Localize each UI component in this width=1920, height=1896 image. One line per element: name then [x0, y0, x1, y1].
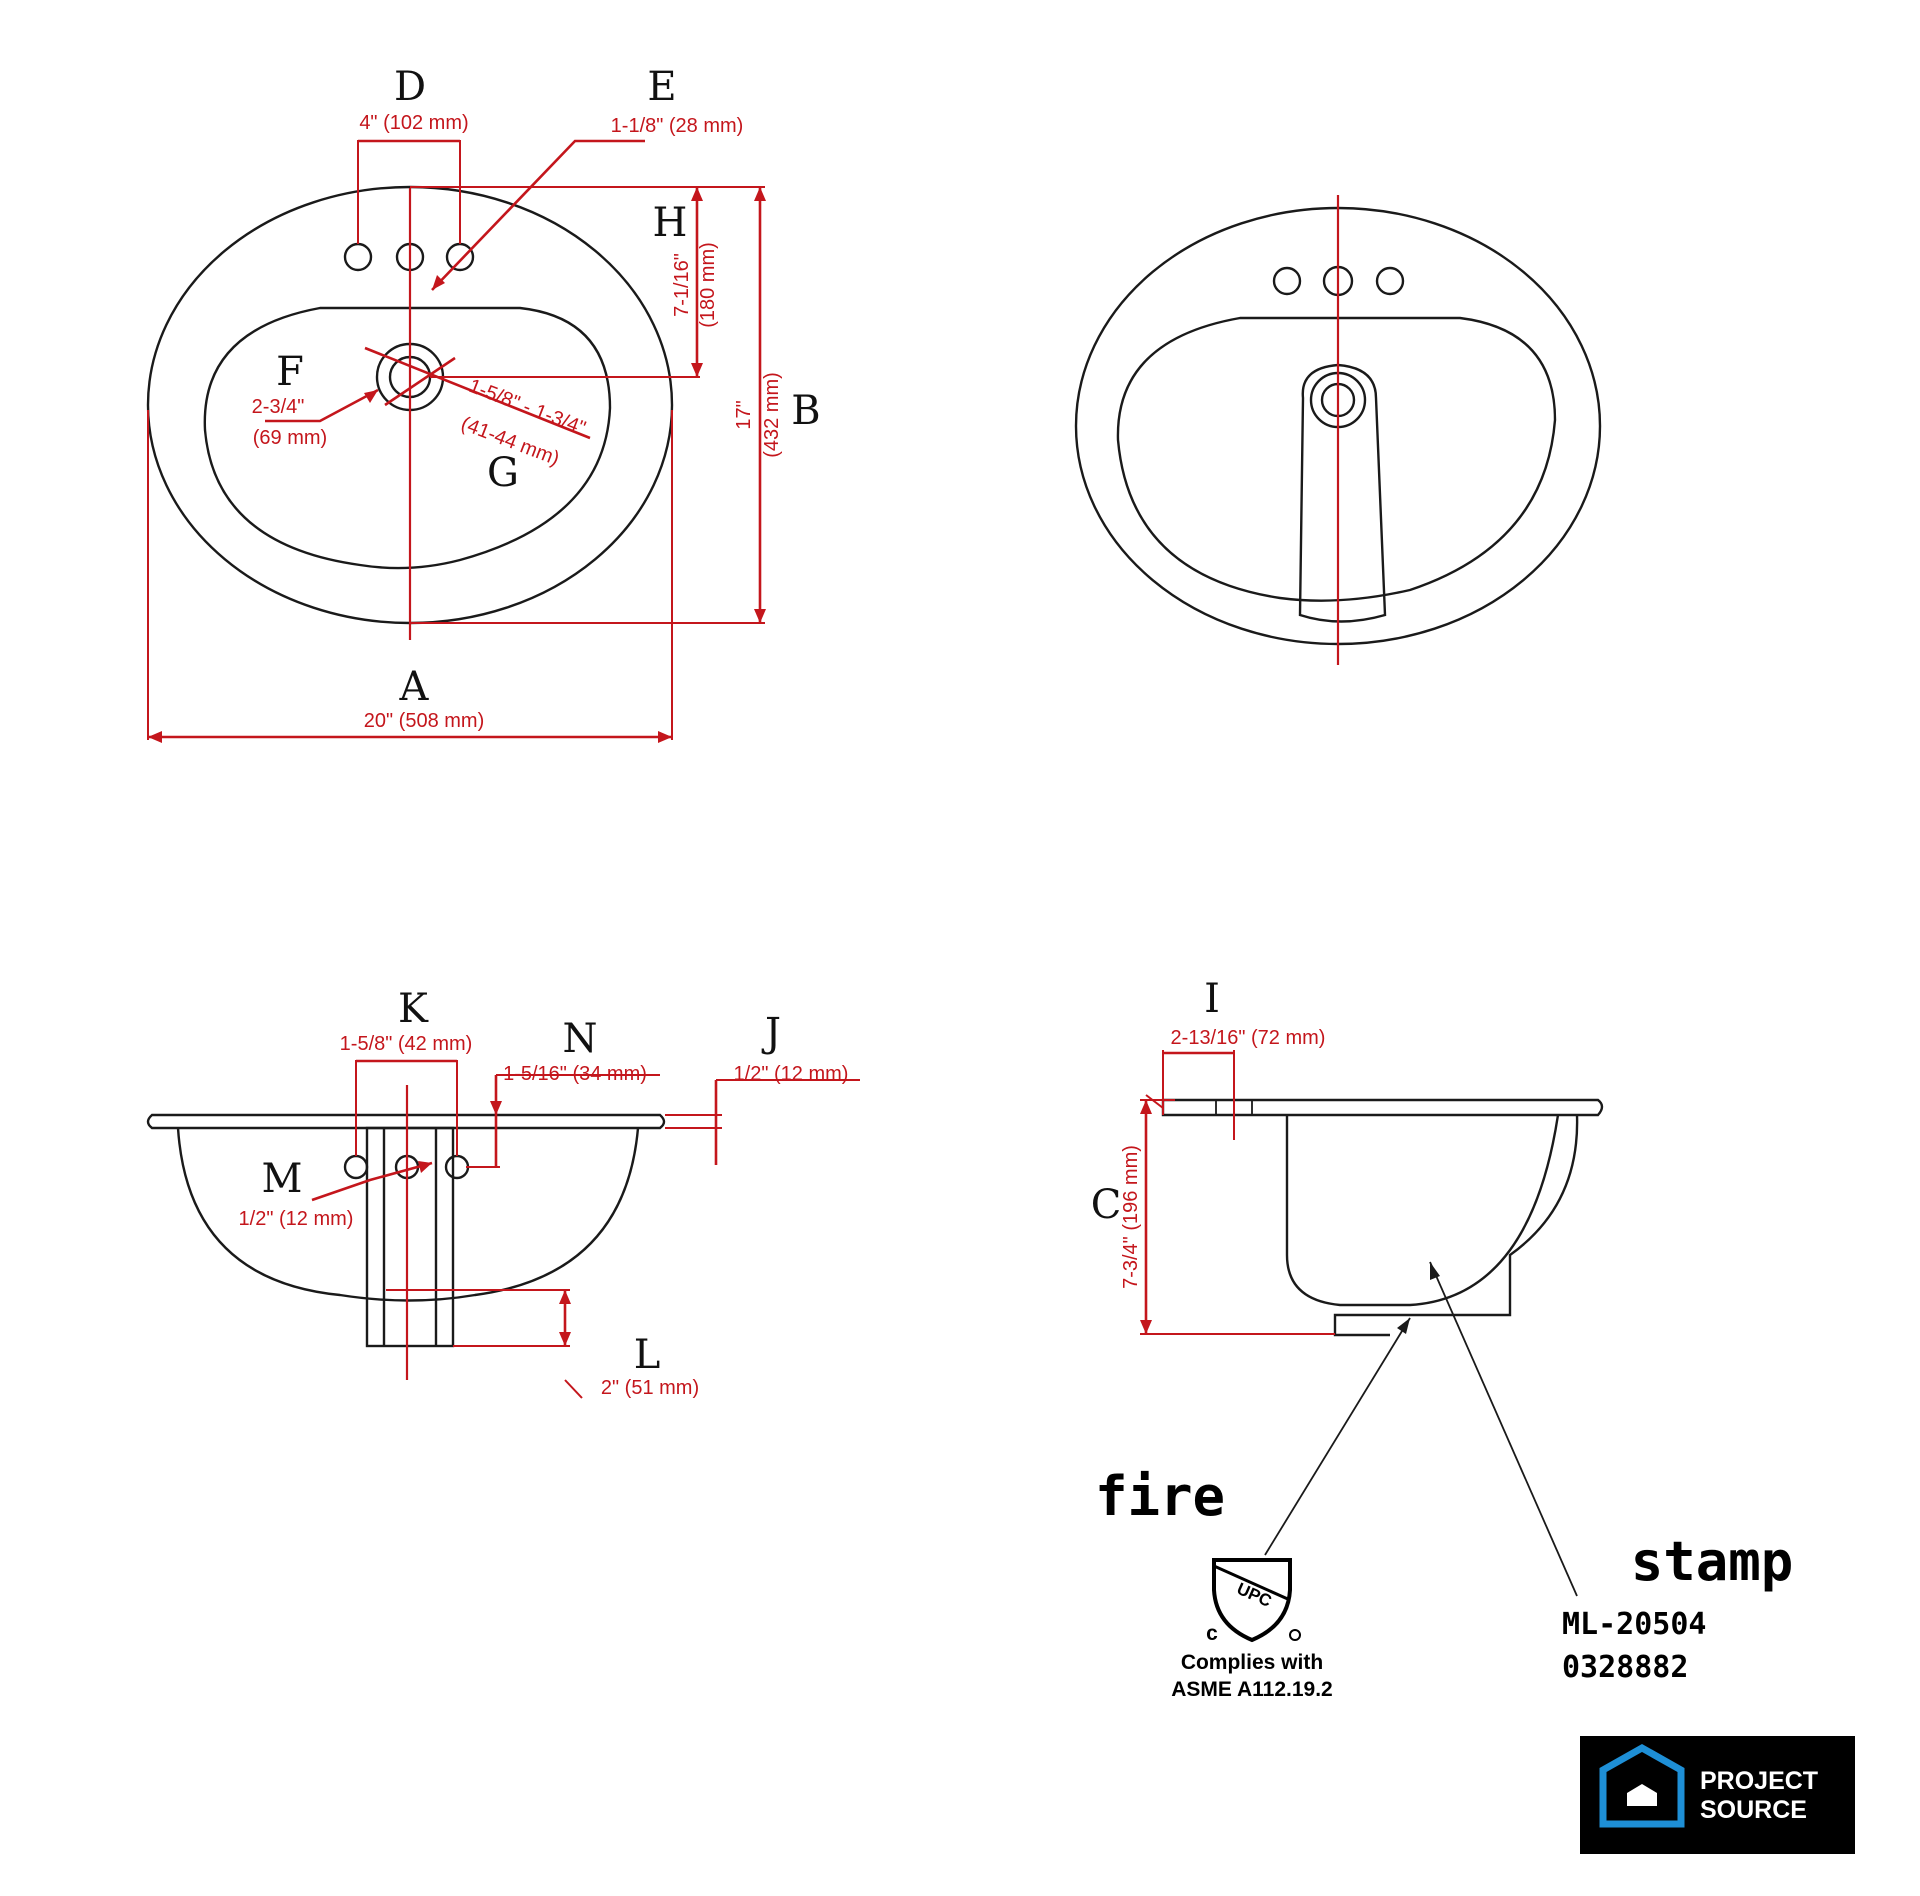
front-overflow-left: [343, 1154, 369, 1180]
top-view-labels: D 4" (102 mm) E 1-1/8" (28 mm) H 7-1/16"…: [252, 64, 821, 732]
faucet-hole-right: [445, 242, 475, 272]
side-bowl-inner: [1285, 1114, 1560, 1307]
dim-n-text: 1-5/16" (34 mm): [503, 1063, 647, 1085]
stamp-label: stamp: [1631, 1530, 1794, 1593]
label-m: M: [262, 1156, 303, 1202]
logo-line-1: PROJECT: [1700, 1767, 1818, 1795]
dim-f-text-mm: (69 mm): [253, 427, 327, 449]
fire-label: fire: [1095, 1465, 1225, 1528]
front-bowl: [176, 1127, 640, 1302]
front-drain-channel: [365, 1126, 455, 1348]
installed-hole-right: [1375, 266, 1405, 296]
dim-l-arrow-bottom: [559, 1332, 571, 1346]
label-f: F: [276, 349, 304, 395]
shield-stripe: [1213, 1564, 1291, 1602]
upc-cert-mark: UPC c Complies with ASME A112.19.2: [1171, 1558, 1333, 1701]
house-inner-icon: [1627, 1784, 1657, 1806]
label-l: L: [634, 1332, 661, 1378]
dim-h-text-mm: (180 mm): [697, 242, 719, 328]
logo-line-2: SOURCE: [1700, 1796, 1807, 1824]
faucet-hole-left: [343, 242, 373, 272]
dim-b-arrow-top: [754, 187, 766, 201]
dim-a-text: 20" (508 mm): [364, 710, 484, 732]
dim-m-arrow: [418, 1161, 432, 1173]
dim-j-text: 1/2" (12 mm): [734, 1063, 849, 1085]
dim-c-corner: [1145, 1094, 1164, 1109]
front-section-labels: K 1-5/8" (42 mm) N 1-5/16" (34 mm) J 1/2…: [239, 986, 849, 1399]
dim-f-text-in: 2-3/4": [252, 396, 305, 418]
installed-bowl: [1116, 316, 1557, 602]
dim-a-arrow-left: [148, 731, 162, 743]
label-g: G: [487, 450, 519, 496]
fire-arrowhead: [1397, 1318, 1410, 1334]
label-h: H: [653, 200, 688, 246]
dim-g-leader: [364, 346, 591, 440]
dim-e-text: 1-1/8" (28 mm): [611, 115, 744, 137]
cert-c-text: c: [1206, 1622, 1218, 1645]
top-view-installed: [1074, 195, 1602, 665]
front-rim: [146, 1113, 666, 1130]
label-e: E: [647, 64, 676, 110]
dim-a-arrow-right: [658, 731, 672, 743]
dim-c-arrow-top: [1140, 1100, 1152, 1114]
annotation-leaders: [1264, 1261, 1578, 1597]
label-k: K: [398, 986, 429, 1032]
dim-f-arrow: [364, 390, 378, 403]
label-i: I: [1204, 976, 1220, 1022]
dim-h-arrow-bottom: [691, 363, 703, 377]
label-j: J: [761, 1010, 781, 1056]
label-d: D: [394, 64, 426, 110]
side-section-labels: I 2-13/16" (72 mm) C 7-3/4" (196 mm): [1091, 976, 1326, 1289]
dim-c-text: 7-3/4" (196 mm): [1120, 1145, 1142, 1289]
dim-b-text-mm: (432 mm): [761, 372, 783, 458]
dim-i-text: 2-13/16" (72 mm): [1171, 1027, 1326, 1049]
cert-line-1: Complies with: [1181, 1651, 1323, 1674]
label-a: A: [399, 664, 430, 710]
dim-f-leader: [265, 388, 379, 423]
fire-leader: [1264, 1317, 1411, 1556]
side-section-drawing: [1161, 1098, 1604, 1337]
dim-l-tail: [564, 1379, 583, 1399]
label-c: C: [1091, 1182, 1122, 1228]
top-view-dimensions: [147, 139, 766, 743]
installed-hole-left: [1272, 266, 1302, 296]
dim-h-arrow-top: [691, 187, 703, 201]
project-source-logo: PROJECT SOURCE: [1580, 1736, 1855, 1854]
dim-e-leader: [431, 139, 645, 291]
dim-b-arrow-bottom: [754, 609, 766, 623]
stamp-arrowhead: [1430, 1262, 1440, 1280]
dim-h-text-in: 7-1/16": [671, 253, 693, 317]
top-view-bowl: [203, 306, 612, 570]
front-overflow-right: [444, 1154, 470, 1180]
front-section-dimensions: [311, 1059, 860, 1399]
registered-icon: [1289, 1629, 1301, 1641]
stamp-leader: [1429, 1261, 1578, 1597]
stamp-model: ML-20504: [1562, 1607, 1707, 1642]
dim-e-arrow: [432, 275, 445, 290]
label-n: N: [563, 1016, 598, 1062]
dim-m-text: 1/2" (12 mm): [239, 1208, 354, 1230]
dim-l-text: 2" (51 mm): [601, 1377, 699, 1399]
stamp-number: 0328882: [1562, 1650, 1688, 1685]
dim-l-arrow-top: [559, 1290, 571, 1304]
side-bowl-outer: [1333, 1114, 1579, 1337]
label-b: B: [791, 388, 820, 434]
dim-m-leader: [311, 1161, 433, 1202]
side-section-dimensions: [1140, 1050, 1335, 1335]
dim-b-text-in: 17": [733, 400, 755, 429]
dim-g-cross: [384, 356, 456, 407]
cert-line-2: ASME A112.19.2: [1171, 1678, 1332, 1701]
dim-k-text: 1-5/8" (42 mm): [340, 1033, 473, 1055]
installed-overflow-channel: [1298, 363, 1387, 623]
side-rim: [1161, 1098, 1604, 1117]
house-icon: [1599, 1743, 1685, 1828]
dim-c-arrow-bottom: [1140, 1320, 1152, 1334]
dim-n-arrow: [490, 1101, 502, 1115]
logo-background: [1580, 1736, 1855, 1854]
dim-d-text: 4" (102 mm): [359, 112, 468, 134]
